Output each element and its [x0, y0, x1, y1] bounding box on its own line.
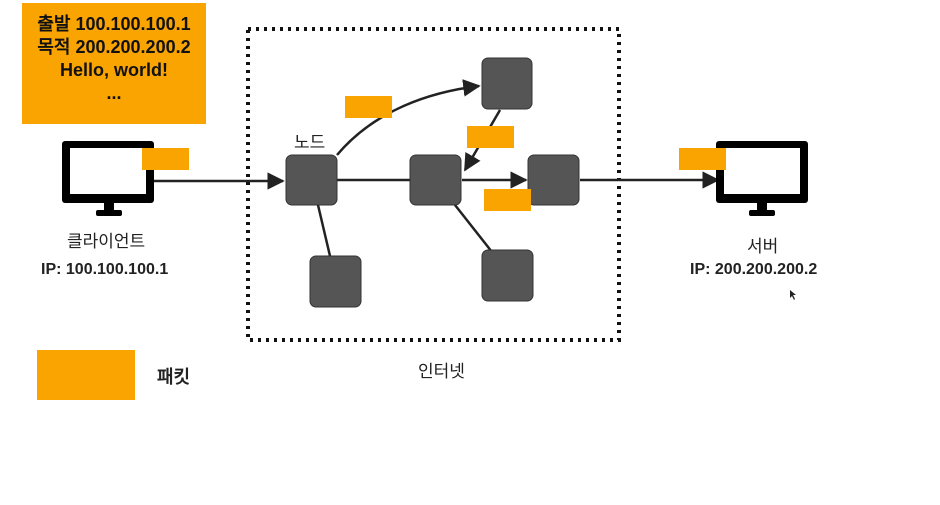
server-ip: IP: 200.200.200.2: [690, 261, 818, 278]
packet: [345, 96, 392, 118]
node: [409, 154, 462, 206]
packet-destination: 목적 200.200.200.2: [37, 37, 191, 57]
packet-source: 출발 100.100.100.1: [37, 14, 191, 34]
node: [309, 255, 362, 308]
internet-label: 인터넷: [418, 362, 465, 381]
packet-payload: Hello, world!: [60, 60, 168, 80]
node: [285, 154, 338, 206]
legend-packet-swatch: [37, 350, 135, 400]
node-label: 노드: [294, 133, 326, 152]
packet-ellipsis: ...: [106, 83, 122, 103]
link-node3-to-node6: [454, 204, 493, 253]
server-monitor-icon: [716, 141, 808, 216]
client-label: 클라이언트: [67, 232, 146, 251]
client-monitor-icon: [62, 141, 154, 216]
node: [527, 154, 580, 206]
server-label: 서버: [747, 237, 779, 256]
node: [481, 249, 534, 302]
node: [481, 57, 533, 110]
internet-boundary: [246, 27, 621, 342]
mouse-cursor-icon: [790, 290, 796, 300]
packet: [484, 189, 531, 211]
link-node1-to-node2: [336, 79, 481, 156]
client-ip: IP: 100.100.100.1: [41, 261, 169, 278]
packet: [679, 148, 726, 170]
link-node1-to-node5: [316, 204, 332, 257]
legend-packet-label: 패킷: [157, 367, 191, 387]
packet: [467, 126, 514, 148]
packet-info-box: 출발 100.100.100.1 목적 200.200.200.2 Hello,…: [22, 3, 206, 124]
packet: [142, 148, 189, 170]
